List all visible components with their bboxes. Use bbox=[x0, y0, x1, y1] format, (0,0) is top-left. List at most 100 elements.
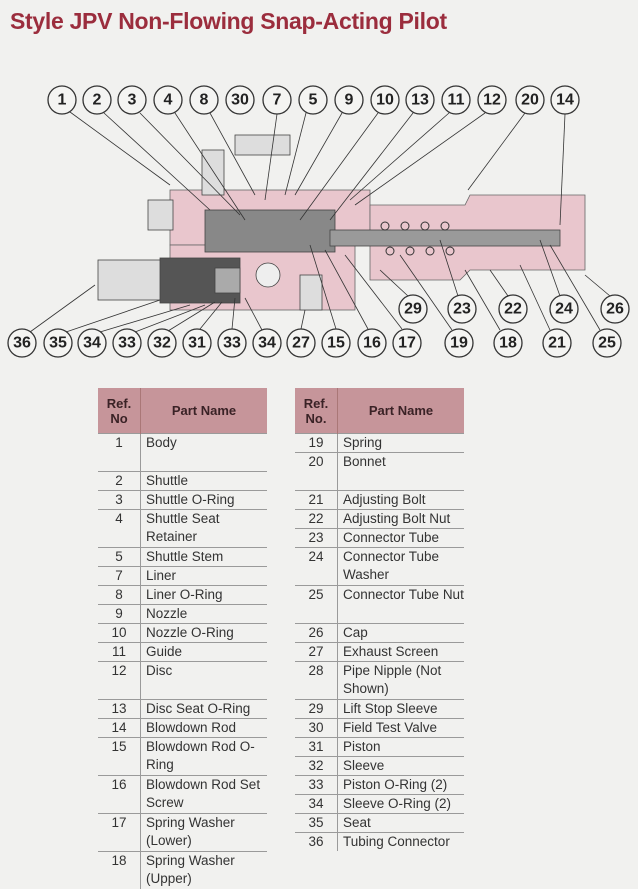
callout: 16 bbox=[363, 335, 381, 352]
callout: 4 bbox=[164, 92, 173, 109]
callout: 1 bbox=[58, 92, 67, 109]
callout: 32 bbox=[153, 335, 171, 352]
part-name: Bonnet bbox=[338, 453, 465, 491]
part-name: Spring Washer (Upper) bbox=[141, 852, 268, 889]
callout: 34 bbox=[83, 335, 101, 352]
ref-no: 2 bbox=[98, 472, 141, 491]
top-callouts: 1 2 3 4 8 30 7 5 9 10 13 11 12 20 14 bbox=[48, 86, 579, 114]
page-title: Style JPV Non-Flowing Snap-Acting Pilot bbox=[10, 8, 447, 35]
callout: 33 bbox=[118, 335, 136, 352]
callout: 33 bbox=[223, 335, 241, 352]
callout: 35 bbox=[49, 335, 67, 352]
ref-no: 9 bbox=[98, 605, 141, 624]
callout: 13 bbox=[411, 92, 429, 109]
ref-no: 21 bbox=[295, 491, 338, 510]
part-name: Disc bbox=[141, 662, 268, 700]
callout: 27 bbox=[292, 335, 310, 352]
ref-no: 16 bbox=[98, 776, 141, 814]
part-name: Exhaust Screen bbox=[338, 643, 465, 662]
bottom-callouts: 36 35 34 33 32 31 33 34 27 15 16 17 19 1… bbox=[8, 329, 621, 357]
part-name-header: Part Name bbox=[338, 388, 465, 434]
ref-no: 13 bbox=[98, 700, 141, 719]
part-name: Body bbox=[141, 434, 268, 472]
ref-no: 22 bbox=[295, 510, 338, 529]
part-name: Field Test Valve bbox=[338, 719, 465, 738]
callout: 5 bbox=[309, 92, 318, 109]
callout: 10 bbox=[376, 92, 394, 109]
callout: 31 bbox=[188, 335, 206, 352]
ref-no: 32 bbox=[295, 757, 338, 776]
ref-no: 12 bbox=[98, 662, 141, 700]
ref-no: 5 bbox=[98, 548, 141, 567]
callout: 21 bbox=[548, 335, 566, 352]
part-name: Cap bbox=[338, 624, 465, 643]
part-name: Blowdown Rod O-Ring bbox=[141, 738, 268, 776]
ref-no: 11 bbox=[98, 643, 141, 662]
callout: 36 bbox=[13, 335, 31, 352]
callout: 18 bbox=[499, 335, 517, 352]
callout: 15 bbox=[327, 335, 345, 352]
ref-no: 17 bbox=[98, 814, 141, 852]
part-name: Spring Washer (Lower) bbox=[141, 814, 268, 852]
callout: 2 bbox=[93, 92, 102, 109]
callout: 8 bbox=[200, 92, 209, 109]
ref-no: 18 bbox=[98, 852, 141, 889]
part-name: Shuttle Stem bbox=[141, 548, 268, 567]
part-name-header: Part Name bbox=[141, 388, 268, 434]
part-name: Spring bbox=[338, 434, 465, 453]
callout: 34 bbox=[258, 335, 276, 352]
part-name: Shuttle O-Ring bbox=[141, 491, 268, 510]
part-name: Piston O-Ring (2) bbox=[338, 776, 465, 795]
ref-no: 23 bbox=[295, 529, 338, 548]
callout: 7 bbox=[273, 92, 282, 109]
part-name: Pipe Nipple (Not Shown) bbox=[338, 662, 465, 700]
callout: 29 bbox=[404, 301, 422, 318]
ref-no: 27 bbox=[295, 643, 338, 662]
part-name: Seat bbox=[338, 814, 465, 833]
ref-no: 30 bbox=[295, 719, 338, 738]
part-name: Nozzle bbox=[141, 605, 268, 624]
ref-no: 20 bbox=[295, 453, 338, 491]
ref-no: 14 bbox=[98, 719, 141, 738]
ref-no: 7 bbox=[98, 567, 141, 586]
ref-no: 34 bbox=[295, 795, 338, 814]
ref-no: 10 bbox=[98, 624, 141, 643]
callout: 9 bbox=[345, 92, 354, 109]
ref-no: 4 bbox=[98, 510, 141, 548]
part-name: Guide bbox=[141, 643, 268, 662]
ref-no-header: Ref. No bbox=[98, 388, 141, 434]
part-name: Adjusting Bolt bbox=[338, 491, 465, 510]
callout: 20 bbox=[521, 92, 539, 109]
ref-no: 1 bbox=[98, 434, 141, 472]
ref-no: 24 bbox=[295, 548, 338, 586]
callout: 3 bbox=[128, 92, 137, 109]
ref-no: 36 bbox=[295, 833, 338, 852]
ref-no: 28 bbox=[295, 662, 338, 700]
callout: 19 bbox=[450, 335, 468, 352]
part-name: Blowdown Rod bbox=[141, 719, 268, 738]
